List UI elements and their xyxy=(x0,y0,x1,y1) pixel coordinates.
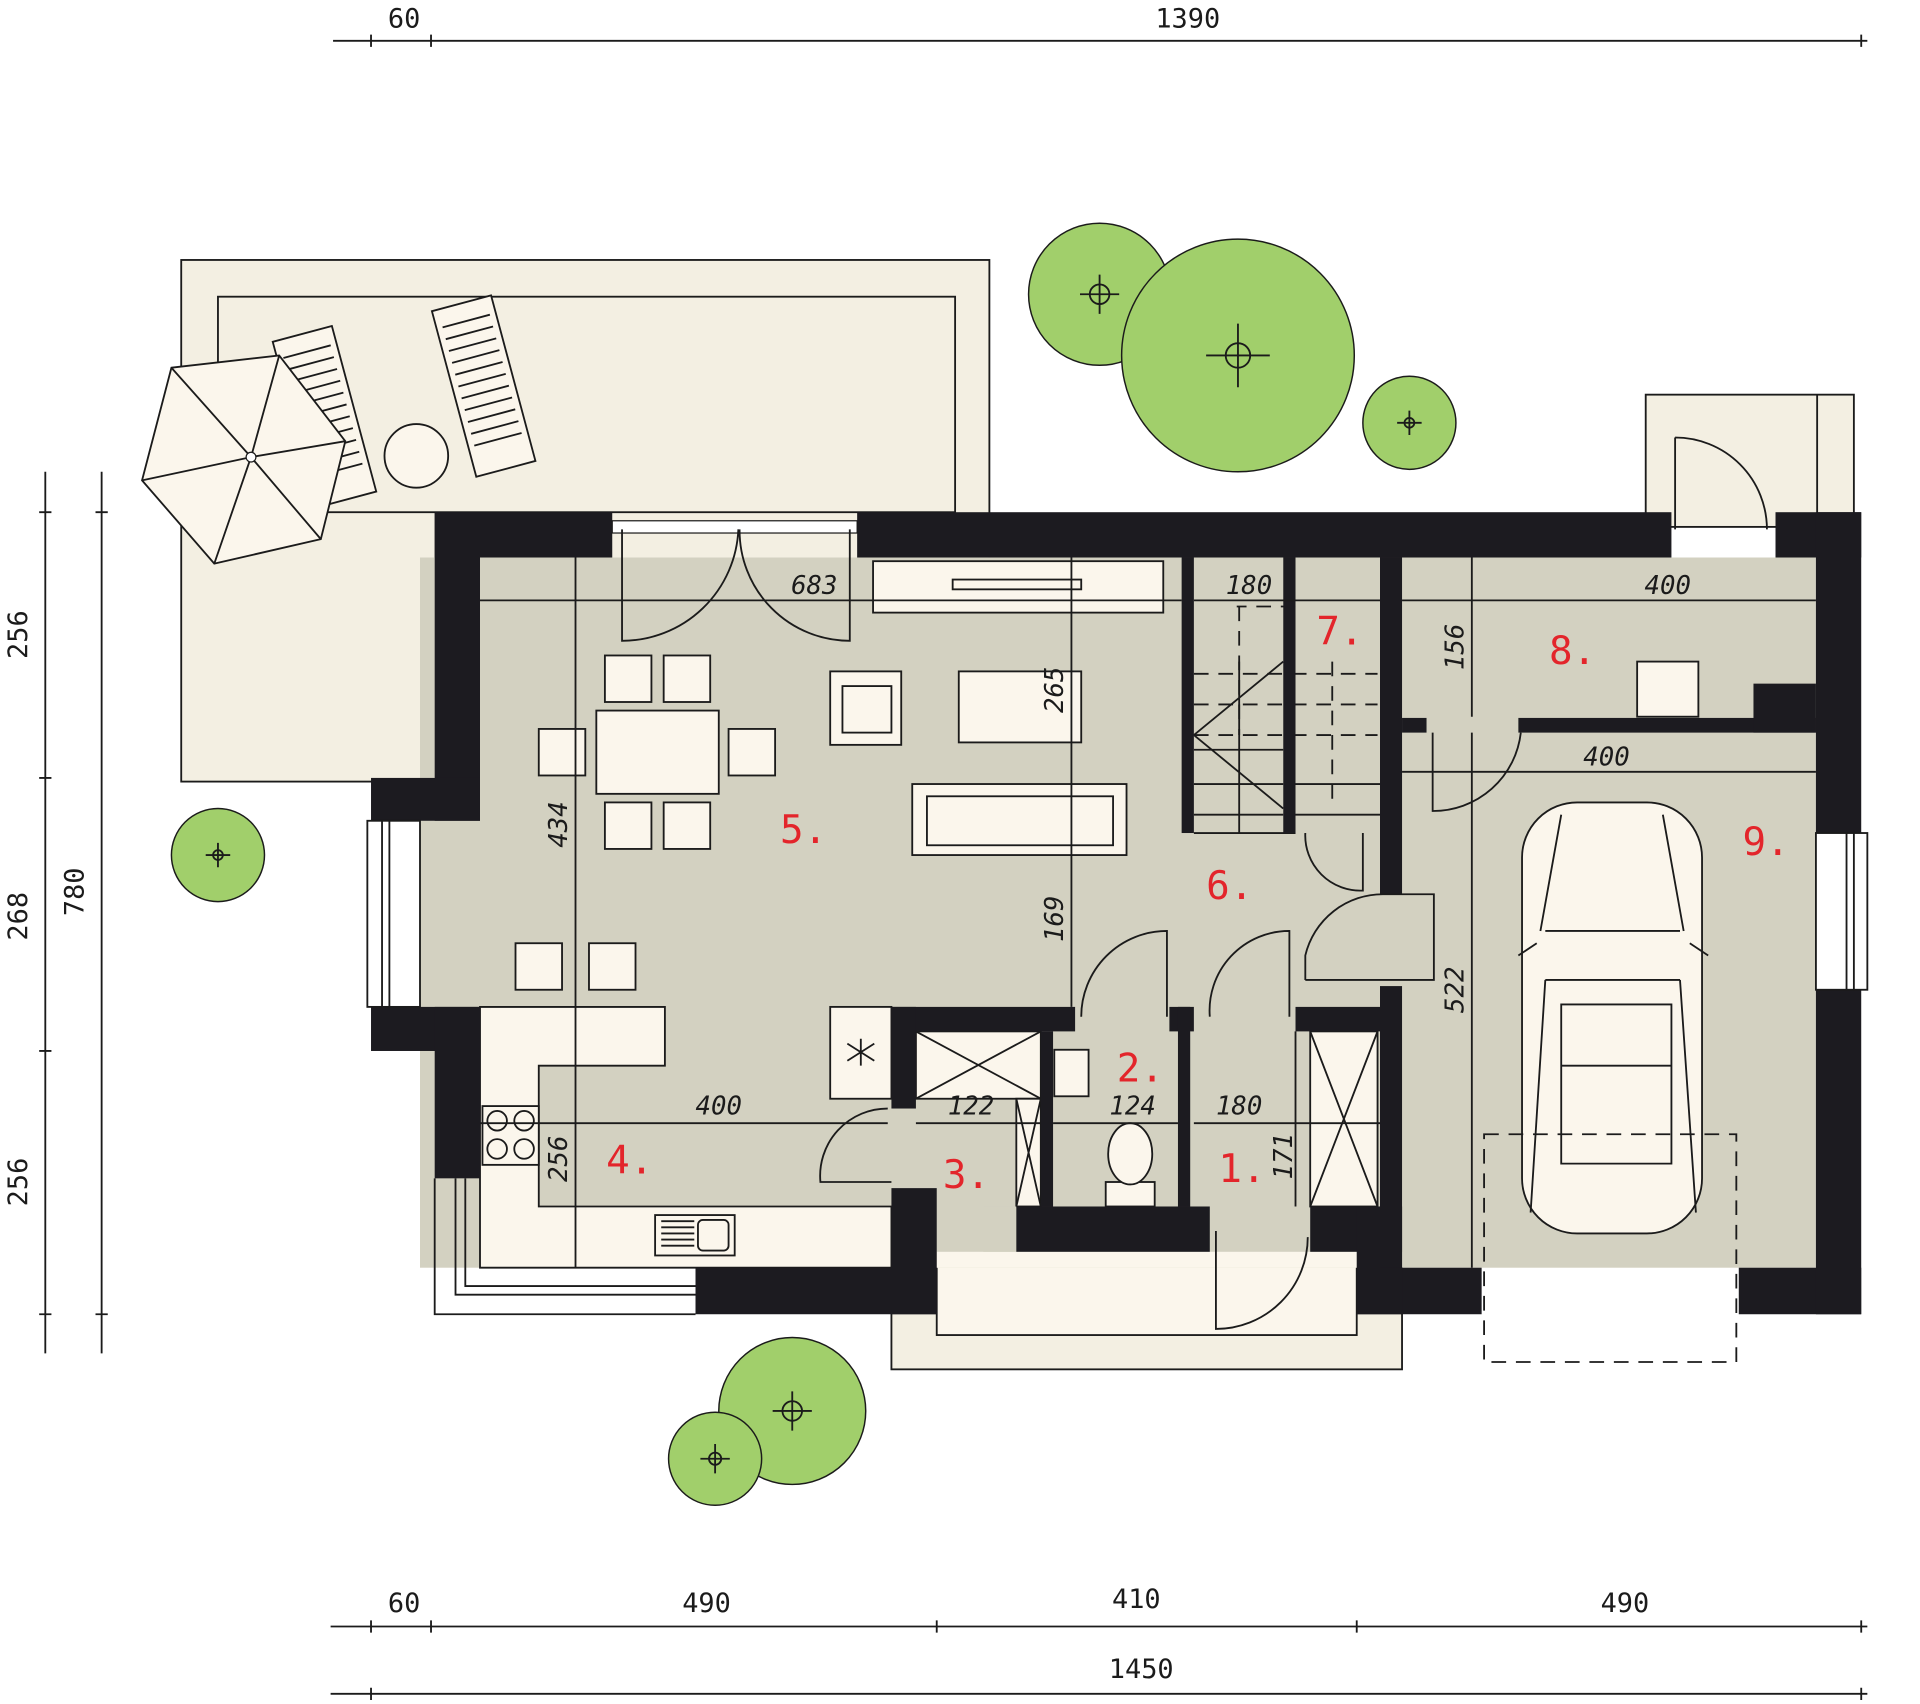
dim-bottom-1450: 1450 xyxy=(1109,1654,1174,1685)
dim-bottom-490-right: 490 xyxy=(1601,1588,1650,1619)
dim-room3-width: 122 xyxy=(948,1092,994,1122)
overall-dimension-lines xyxy=(39,34,1868,1700)
dim-room8-depth: 156 xyxy=(1440,624,1470,670)
stove-icon xyxy=(481,1105,540,1166)
dim-stair-width: 180 xyxy=(1226,571,1272,601)
dim-bottom-410: 410 xyxy=(1112,1584,1161,1615)
boiler xyxy=(1636,660,1700,718)
dim-dining-depth: 434 xyxy=(544,801,574,847)
dim-living-depth-lower: 169 xyxy=(1040,896,1070,942)
living-furniture xyxy=(829,560,1165,856)
dim-living-depth-upper: 265 xyxy=(1040,667,1070,713)
room-label-7: 7. xyxy=(1316,609,1363,654)
room-label-5: 5. xyxy=(780,808,827,853)
dim-left-780: 780 xyxy=(59,867,90,916)
car-icon xyxy=(1483,801,1738,1363)
dim-hall-depth: 171 xyxy=(1269,1133,1299,1179)
dim-left-256-top: 256 xyxy=(3,610,34,659)
interior-dimension-lines xyxy=(480,557,1816,1268)
wardrobe-icon xyxy=(1309,1030,1379,1208)
washbasin-icon xyxy=(1053,1048,1090,1098)
parasol xyxy=(141,354,347,565)
dim-living-width: 683 xyxy=(791,571,837,601)
windows xyxy=(366,520,1869,1008)
fridge-icon xyxy=(829,1005,893,1100)
dim-left-256-bottom: 256 xyxy=(3,1158,34,1207)
room-label-1: 1. xyxy=(1218,1147,1265,1192)
dim-kitchen-depth: 256 xyxy=(544,1136,574,1182)
room-label-2: 2. xyxy=(1117,1047,1164,1092)
room-label-6: 6. xyxy=(1206,864,1253,909)
room-label-3: 3. xyxy=(943,1153,990,1198)
dim-left-268: 268 xyxy=(3,892,34,941)
dining-set xyxy=(514,654,777,991)
sun-lounger xyxy=(430,294,537,478)
dim-hall-width: 180 xyxy=(1216,1092,1262,1122)
dim-kitchen-width: 400 xyxy=(696,1092,742,1122)
room-label-9: 9. xyxy=(1742,820,1789,865)
dim-room8-width: 400 xyxy=(1645,571,1691,601)
dim-bottom-490-left: 490 xyxy=(682,1588,731,1619)
dim-top-60: 60 xyxy=(388,3,420,34)
trees xyxy=(170,222,1457,1506)
side-entrance xyxy=(1644,393,1855,528)
walls xyxy=(371,512,1862,1315)
side-table xyxy=(383,423,450,489)
room-label-8: 8. xyxy=(1549,629,1596,674)
sink-icon xyxy=(654,1214,736,1257)
shower-icon xyxy=(915,1030,1042,1208)
dim-garage-depth: 522 xyxy=(1440,967,1470,1013)
dim-garage-width: 400 xyxy=(1583,743,1629,773)
dim-wc-width: 124 xyxy=(1109,1092,1155,1122)
toilet-icon xyxy=(1104,1122,1156,1208)
staircase xyxy=(1193,605,1382,834)
dim-bottom-60: 60 xyxy=(388,1588,420,1619)
doors xyxy=(621,529,1522,1330)
room-label-4: 4. xyxy=(606,1138,653,1183)
dim-top-1390: 1390 xyxy=(1155,3,1220,34)
